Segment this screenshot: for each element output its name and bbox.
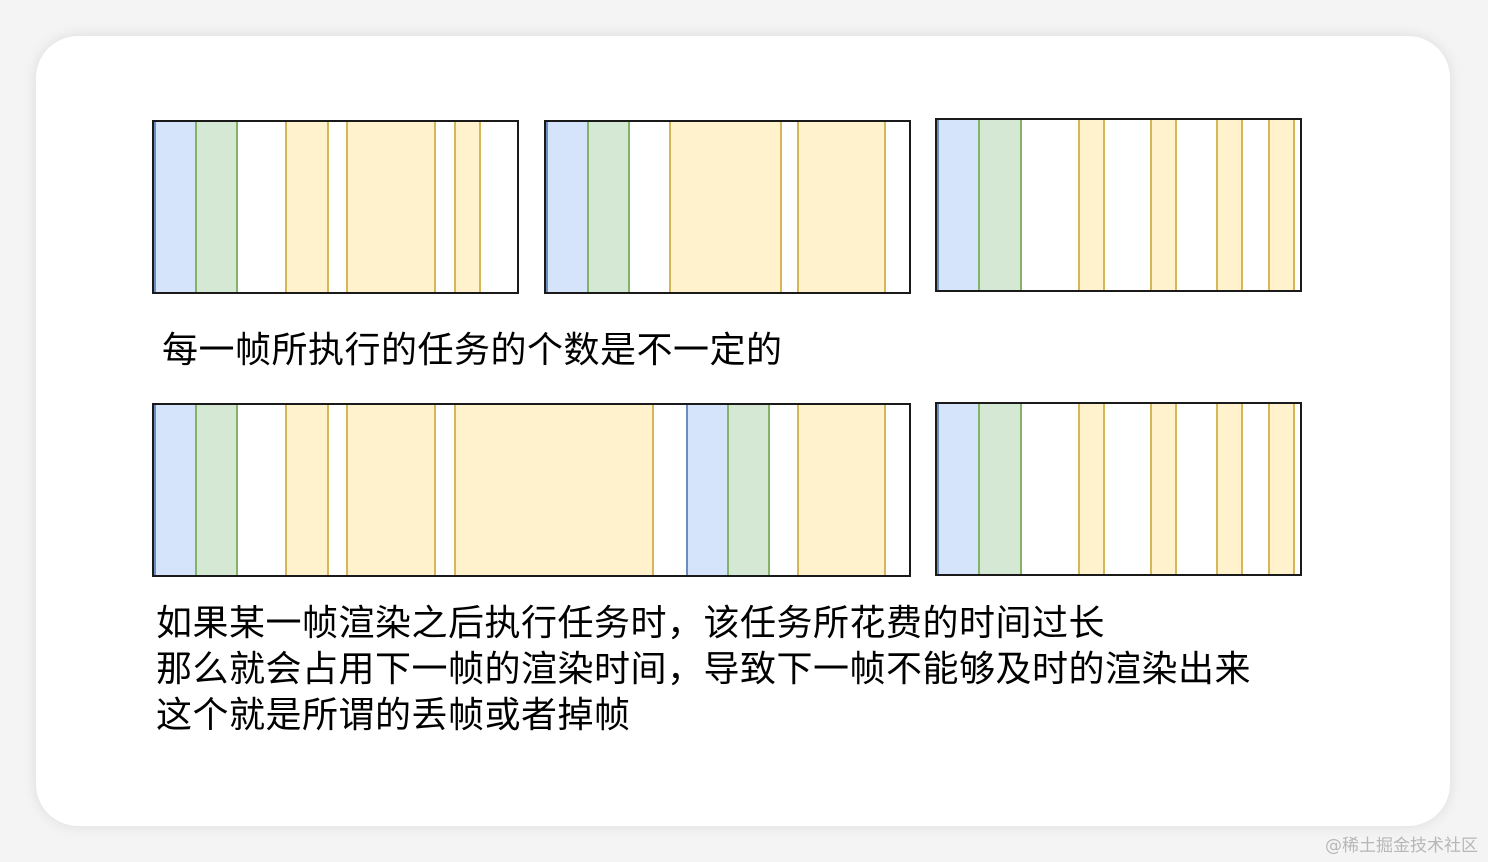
caption-bottom-line-3: 这个就是所谓的丢帧或者掉帧: [156, 695, 631, 736]
frame-row2-2-seg-5: [1216, 404, 1243, 574]
frame-row1-1-seg-3: [285, 122, 329, 292]
frame-row2-1-seg-8: [797, 405, 886, 575]
frame-row1-2-seg-1: [546, 122, 589, 292]
frame-row1-1-seg-2: [195, 122, 238, 292]
frame-row2-2-seg-6: [1268, 404, 1295, 574]
frame-row2-1: [152, 403, 911, 577]
caption-bottom-line-2: 那么就会占用下一帧的渲染时间，导致下一帧不能够及时的渲染出来: [156, 649, 1252, 690]
frame-row2-2-seg-1: [937, 404, 980, 574]
frame-row1-1-seg-4: [346, 122, 436, 292]
frame-row2-1-seg-3: [285, 405, 329, 575]
frame-row1-3-seg-4: [1150, 120, 1177, 290]
frame-row1-2-seg-2: [587, 122, 630, 292]
frame-row2-1-seg-6: [686, 405, 730, 575]
frame-row2-1-seg-1: [154, 405, 197, 575]
watermark: @稀土掘金技术社区: [1325, 836, 1478, 856]
frame-row1-1: [152, 120, 519, 294]
frame-row1-3: [935, 118, 1302, 292]
caption-bottom: 如果某一帧渲染之后执行任务时，该任务所花费的时间过长 那么就会占用下一帧的渲染时…: [156, 601, 1251, 739]
frame-row1-2-seg-3: [669, 122, 782, 292]
frame-row1-2: [544, 120, 911, 294]
frame-row1-3-seg-6: [1268, 120, 1295, 290]
frame-row1-3-seg-2: [978, 120, 1022, 290]
frame-row1-1-seg-5: [454, 122, 481, 292]
frame-row2-2-seg-4: [1150, 404, 1177, 574]
frame-row1-3-seg-5: [1216, 120, 1243, 290]
frame-row2-1-seg-4: [346, 405, 436, 575]
frame-row2-2-seg-3: [1078, 404, 1105, 574]
frame-row1-2-seg-4: [797, 122, 886, 292]
frame-row2-1-seg-2: [195, 405, 238, 575]
frame-row1-3-seg-1: [937, 120, 980, 290]
frame-row2-2-seg-2: [978, 404, 1022, 574]
frame-row2-1-seg-7: [727, 405, 770, 575]
frame-row2-1-seg-5: [454, 405, 654, 575]
frame-row2-2: [935, 402, 1302, 576]
caption-bottom-line-1: 如果某一帧渲染之后执行任务时，该任务所花费的时间过长: [156, 603, 1106, 644]
frame-row1-1-seg-1: [154, 122, 197, 292]
diagram-card: 每一帧所执行的任务的个数是不一定的 如果某一帧渲染之后执行任务时，该任务所花费的…: [36, 36, 1450, 826]
frame-row1-3-seg-3: [1078, 120, 1105, 290]
caption-top: 每一帧所执行的任务的个数是不一定的: [162, 330, 783, 371]
